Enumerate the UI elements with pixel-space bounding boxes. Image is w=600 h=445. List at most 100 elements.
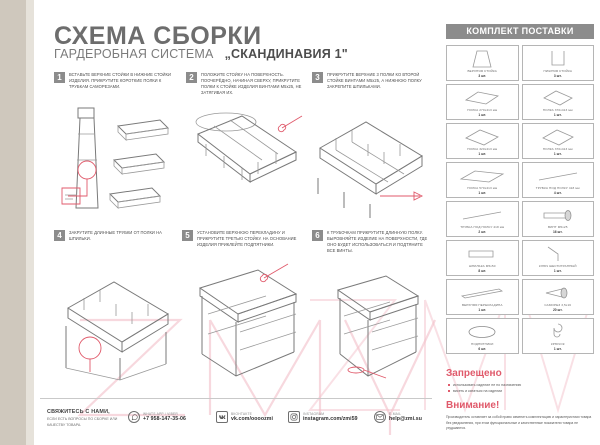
page-title: СХЕМА СБОРКИ	[54, 22, 262, 50]
part-icon-shelf-diamond	[523, 87, 594, 109]
part-icon-shelf-flat	[447, 87, 518, 109]
kit-item-qty: 1 шт.	[553, 152, 562, 156]
contact-label: ВКОНТАКТЕ	[231, 412, 253, 416]
step-1-text: ВСТАВЬТЕ ВЕРХНИЕ СТОЙКИ В НИЖНИЕ СТОЙКИ …	[69, 72, 171, 90]
step-1-illustration	[61, 107, 170, 209]
step-4-number: 4	[54, 230, 65, 241]
kit-item: ПОЛКА 570х413 мм 1 шт.	[446, 162, 519, 198]
step-3: 3 ПРИКРУТИТЕ ВЕРХНИЕ 3 ПОЛКИ КО ВТОРОЙ С…	[312, 72, 428, 90]
kit-item: ШПИЛЬКА М5х50 8 шт.	[446, 240, 519, 276]
kit-item-name: ВЕРХНЯЯ СТОЙКА	[467, 69, 497, 74]
forbidden-item: висеть и кататься на изделии	[448, 388, 596, 394]
attention-title: Внимание!	[446, 400, 500, 411]
product-name: „СКАНДИНАВИЯ 1"	[224, 47, 348, 61]
step-2-text: ПОЛОЖИТЕ СТОЙКУ НА ПОВЕРХНОСТЬ. ПООЧЕРЁД…	[201, 72, 302, 96]
step-6-text: К ТРУБОЧКАМ ПРИКРУТИТЕ ДЛИННУЮ ПОЛКУ. ВЫ…	[327, 230, 428, 254]
step-3-illustration	[317, 121, 424, 218]
kit-item-name: ПОЛКА 270х413 мм	[467, 108, 498, 113]
kit-item-name: САМОРЕЗ 3,5х16	[544, 303, 572, 308]
part-icon-shelf-diamond	[523, 126, 594, 148]
contact-vk[interactable]: ВКОНТАКТЕ vk.com/oooozmi	[216, 411, 273, 423]
kit-item-name: ПОЛКА 570х413 мм	[467, 186, 498, 191]
forbidden-list: использовать изделие не по назначению ви…	[448, 382, 596, 394]
part-icon-post-bottom	[523, 48, 594, 70]
kit-panel-header: КОМПЛЕКТ ПОСТАВКИ	[446, 24, 594, 39]
step-2-illustration	[195, 112, 303, 184]
step-4: 4 ЗАКРУТИТЕ ДЛИННЫЕ ТРУБКИ ОТ ПОЛКИ НА Ш…	[54, 230, 172, 242]
kit-item: ПОДПЯТНИКИ 6 шт.	[446, 318, 519, 354]
contact-subtext: ЕСЛИ ЕСТЬ ВОПРОСЫ ПО СБОРКЕ ИЛИ КАЧЕСТВУ…	[47, 417, 118, 427]
step-6: 6 К ТРУБОЧКАМ ПРИКРУТИТЕ ДЛИННУЮ ПОЛКУ. …	[312, 230, 430, 255]
step-2-number: 2	[186, 72, 197, 83]
kit-item-qty: 3 шт.	[553, 74, 562, 78]
instagram-icon	[288, 411, 300, 423]
contact-value: help@zmi.su	[389, 416, 422, 422]
kit-item: ПОЛКА 370х413 мм 1 шт.	[521, 123, 594, 159]
kit-item-qty: 2 шт.	[478, 230, 487, 234]
kit-item-qty: 3 шт.	[478, 74, 487, 78]
vk-icon	[216, 411, 228, 423]
kit-item-qty: 6 шт.	[478, 347, 487, 351]
contact-instagram[interactable]: INSTAGRAM instagram.com/zmi59	[288, 411, 358, 423]
step-5-illustration	[198, 263, 298, 377]
kit-item-name: ПОЛКА 320х413 мм	[467, 147, 498, 152]
part-icon-shelf-diamond	[447, 126, 518, 148]
contact-whatsapp[interactable]: WHATS APP / VIBER +7 958-147-35-06	[128, 411, 186, 423]
part-icon-shelf-long	[447, 165, 518, 187]
step-5: 5 УСТАНОВИТЕ ВЕРХНЮЮ ПЕРЕКЛАДИНУ И ПРИКР…	[182, 230, 302, 248]
kit-item: ПОЛКА 320х413 мм 1 шт.	[446, 123, 519, 159]
step-2: 2 ПОЛОЖИТЕ СТОЙКУ НА ПОВЕРХНОСТЬ. ПООЧЕР…	[186, 72, 304, 97]
step-5-text: УСТАНОВИТЕ ВЕРХНЮЮ ПЕРЕКЛАДИНУ И ПРИКРУТ…	[197, 230, 297, 248]
kit-item-qty: 8 шт.	[478, 269, 487, 273]
kit-item: КРЮЧОК 1 шт.	[521, 318, 594, 354]
part-icon-hexkey	[523, 243, 594, 265]
kit-item: ВЕРХНЯЯ СТОЙКА 3 шт.	[446, 45, 519, 81]
kit-item-name: ПОЛКА 370х413 мм	[542, 108, 573, 113]
forbidden-item: использовать изделие не по назначению	[448, 382, 596, 388]
attention-body: Производитель оставляет за собой право и…	[446, 415, 592, 431]
step-1-number: 1	[54, 72, 65, 83]
page-edge-strip-light	[26, 0, 34, 445]
contact-label: WHATS APP / VIBER	[143, 412, 178, 416]
contact-value: instagram.com/zmi59	[303, 416, 358, 422]
kit-item-name: ТРУБКА ПОД ПОЛКУ 418 мм	[535, 186, 580, 191]
step-4-illustration	[65, 281, 169, 381]
part-icon-stud	[447, 243, 518, 265]
kit-item-qty: 1 шт.	[553, 347, 562, 351]
kit-item: САМОРЕЗ 3,5х16 20 шт.	[521, 279, 594, 315]
whatsapp-icon	[128, 411, 140, 423]
contact-value: +7 958-147-35-06	[143, 416, 186, 422]
part-icon-crossbar	[447, 282, 518, 304]
page-edge-strip	[0, 0, 26, 445]
kit-item: ТРУБКА ПОД ПОЛКУ 418 мм 4 шт.	[521, 162, 594, 198]
contact-email[interactable]: E-MAIL help@zmi.su	[374, 411, 422, 423]
contact-label: E-MAIL	[389, 412, 402, 416]
kit-item-name: ШПИЛЬКА М5х50	[468, 264, 496, 269]
kit-item-qty: 1 шт.	[553, 269, 562, 273]
step-4-text: ЗАКРУТИТЕ ДЛИННЫЕ ТРУБКИ ОТ ПОЛКИ НА ШПИ…	[69, 230, 162, 242]
kit-item-name: ВЕРХНЯЯ ПЕРЕКЛАДИНА	[461, 303, 503, 308]
kit-item-name: КЛЮЧ ШЕСТИГРАННЫЙ	[538, 264, 577, 269]
kit-item-name: ПОЛКА 370х413 мм	[542, 147, 573, 152]
kit-item: ТРУБКА ПОД ПОЛКУ 418 мм 2 шт.	[446, 201, 519, 237]
part-icon-screw	[523, 204, 594, 226]
part-icon-pad	[447, 321, 518, 343]
kit-item-name: КРЮЧОК	[550, 342, 565, 347]
step-3-number: 3	[312, 72, 323, 83]
part-icon-hook	[523, 321, 594, 343]
kit-item-qty: 1 шт.	[478, 191, 487, 195]
kit-item-qty: 4 шт.	[553, 191, 562, 195]
kit-item-qty: 1 шт.	[478, 113, 487, 117]
part-icon-tube-thin	[523, 165, 594, 187]
kit-item: ПОЛКА 270х413 мм 1 шт.	[446, 84, 519, 120]
step-6-number: 6	[312, 230, 323, 241]
kit-item-name: ПОДПЯТНИКИ	[471, 342, 494, 347]
kit-item: КЛЮЧ ШЕСТИГРАННЫЙ 1 шт.	[521, 240, 594, 276]
kit-item-qty: 1 шт.	[478, 308, 487, 312]
kit-item-name: НИЖНЯЯ СТОЙКА	[543, 69, 573, 74]
part-icon-tube-thin	[447, 204, 518, 226]
forbidden-title: Запрещено	[446, 368, 502, 379]
part-icon-selftap	[523, 282, 594, 304]
kit-item: НИЖНЯЯ СТОЙКА 3 шт.	[521, 45, 594, 81]
email-icon	[374, 411, 386, 423]
